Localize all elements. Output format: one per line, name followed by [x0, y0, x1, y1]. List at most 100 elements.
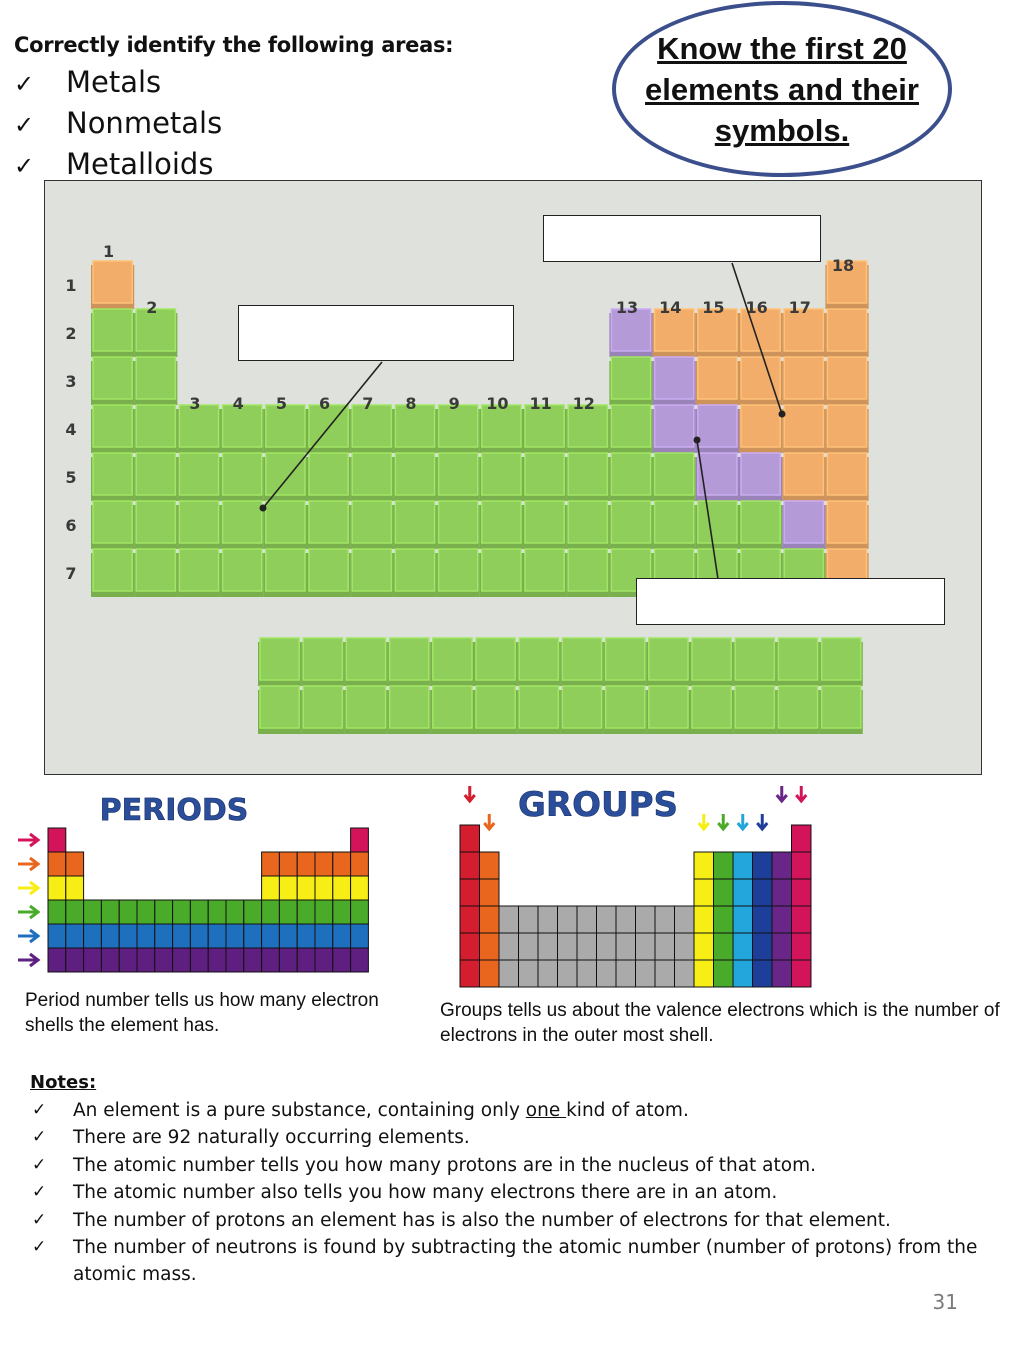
group-cell: [693, 932, 714, 961]
cell-face: [777, 637, 819, 681]
element-cell: [263, 548, 307, 597]
f-block-cell: [603, 685, 647, 734]
cell-face: [221, 404, 263, 448]
cell-face: [826, 500, 868, 544]
cell-face: [481, 452, 522, 496]
element-cell: [523, 500, 567, 549]
element-cell: [220, 452, 264, 501]
group-cell: [498, 932, 519, 961]
period-cell: [172, 923, 191, 949]
element-cell: [393, 452, 437, 501]
element-cell: [695, 404, 739, 453]
period-cell: [189, 947, 209, 973]
group-cell: [674, 932, 695, 961]
group-arrow-icon: [756, 822, 769, 832]
cell-face: [178, 548, 220, 592]
instructions-heading: Correctly identify the following areas:: [14, 33, 454, 57]
f-block-cell: [258, 637, 302, 686]
group-cell: [459, 824, 480, 853]
element-cell: [479, 404, 523, 453]
element-cell: [739, 404, 783, 453]
cell-face: [432, 685, 473, 729]
group-arrow-icon: [775, 794, 788, 804]
group-cell: [479, 851, 500, 880]
cell-face: [691, 685, 732, 729]
group-number-label: 8: [405, 394, 416, 413]
period-cell: [332, 899, 352, 925]
cell-face: [308, 548, 349, 592]
f-block-cell: [690, 685, 734, 734]
period-number-label: 6: [65, 516, 76, 535]
element-cell: [134, 356, 178, 405]
period-cell: [278, 851, 298, 877]
checkmark-icon: ✓: [32, 1127, 47, 1148]
period-cell: [207, 923, 227, 949]
period-cell: [350, 923, 369, 949]
group-cell: [791, 905, 812, 934]
cell-face: [604, 637, 646, 681]
period-cell: [332, 875, 352, 901]
area-checklist: ✓Metals ✓Nonmetals ✓Metalloids: [14, 62, 222, 185]
group-cell: [615, 932, 636, 961]
group-number-label: 18: [832, 256, 854, 275]
cell-face: [265, 548, 306, 592]
group-cell: [557, 959, 578, 988]
period-cell: [136, 899, 156, 925]
cell-face: [475, 637, 516, 681]
cell-face: [178, 500, 220, 544]
group-number-label: 16: [745, 298, 767, 317]
checkmark-icon: ✓: [14, 152, 35, 180]
period-cell: [65, 899, 85, 925]
element-cell: [307, 452, 351, 501]
group-arrow-icon: [795, 794, 808, 804]
element-cell: [566, 500, 610, 549]
group-number-label: 5: [276, 394, 287, 413]
element-cell: [436, 548, 480, 597]
element-cell: [436, 452, 480, 501]
f-block-cell: [776, 685, 820, 734]
group-cell: [459, 959, 480, 988]
period-cell: [225, 899, 245, 925]
cell-face: [567, 548, 609, 592]
element-cell: [91, 356, 135, 405]
element-cell: [609, 404, 653, 453]
note-item: ✓The atomic number tells you how many pr…: [30, 1152, 990, 1179]
element-cell: [91, 452, 135, 501]
cell-face: [783, 500, 825, 544]
element-cell: [566, 452, 610, 501]
cell-face: [826, 308, 868, 352]
group-cell: [518, 959, 539, 988]
element-cell: [220, 548, 264, 597]
cell-face: [820, 637, 862, 681]
label-box-metals[interactable]: [238, 305, 514, 361]
f-block-cell: [430, 637, 474, 686]
element-cell: [739, 500, 783, 549]
cell-face: [524, 452, 565, 496]
period-cell: [261, 851, 280, 877]
cell-face: [388, 685, 430, 729]
f-block-cell: [387, 685, 431, 734]
cell-face: [308, 500, 349, 544]
label-box-metalloids[interactable]: [636, 578, 945, 625]
element-cell: [177, 500, 221, 549]
f-block-cell: [560, 637, 604, 686]
period-number-label: 5: [65, 468, 76, 487]
cell-face: [351, 452, 393, 496]
element-cell: [263, 404, 307, 453]
period-number-label: 3: [65, 372, 76, 391]
cell-face: [351, 548, 393, 592]
element-cell: [350, 404, 394, 453]
group-number-label: 11: [529, 394, 551, 413]
element-cell: [782, 404, 826, 453]
label-box-nonmetals[interactable]: [543, 215, 821, 262]
cell-face: [345, 685, 387, 729]
group-arrow-icon: [697, 822, 710, 832]
period-cell: [100, 947, 120, 973]
period-cell: [350, 827, 369, 853]
period-cell: [136, 947, 156, 973]
note-item: ✓The number of neutrons is found by subt…: [30, 1234, 990, 1289]
group-number-label: 13: [616, 298, 638, 317]
period-cell: [296, 947, 316, 973]
leader-line: [262, 361, 383, 509]
period-cell: [278, 875, 298, 901]
